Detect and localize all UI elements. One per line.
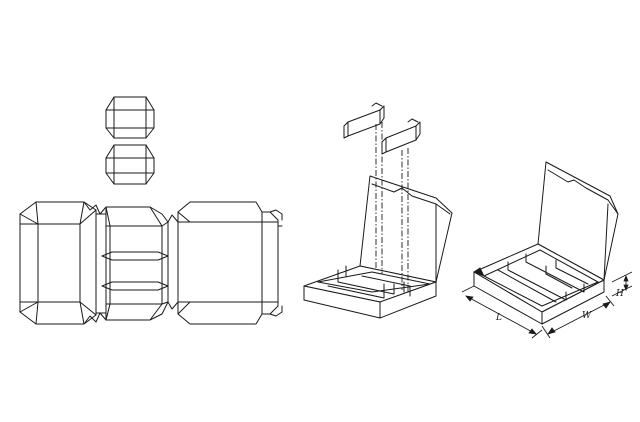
dimension-width: W <box>541 295 615 339</box>
dieline-left-panel <box>19 201 97 325</box>
assembly-insert-right <box>381 118 421 155</box>
assembly-guide-lines <box>375 122 409 292</box>
dieline-slot-upper <box>101 251 169 261</box>
dieline-left-connectors <box>83 201 107 325</box>
dimension-length-label: L <box>495 313 502 323</box>
dieline-tuck-flap <box>261 209 283 317</box>
corner-fill <box>473 267 485 277</box>
assembly-lid <box>359 175 453 283</box>
insert-dieline-top <box>105 96 155 139</box>
exploded-assembly <box>303 102 453 319</box>
dieline-flat-layout <box>19 201 283 325</box>
assembly-insert-left <box>343 102 385 139</box>
insert-dieline-bottom <box>105 144 155 185</box>
dimension-height-label: H <box>615 289 624 299</box>
dimension-height: H <box>611 271 633 299</box>
dieline-slot-lower <box>101 281 169 291</box>
assembly-tray <box>303 265 437 319</box>
dieline-middle-panel <box>101 206 169 321</box>
assembled-box: L W H <box>461 161 633 339</box>
dieline-lid-panel <box>177 201 263 325</box>
dieline-right-connectors <box>167 214 179 310</box>
assembled-tray <box>473 243 605 325</box>
dimension-length: L <box>461 285 543 339</box>
assembled-lid <box>537 161 619 281</box>
dimension-width-label: W <box>582 311 592 321</box>
